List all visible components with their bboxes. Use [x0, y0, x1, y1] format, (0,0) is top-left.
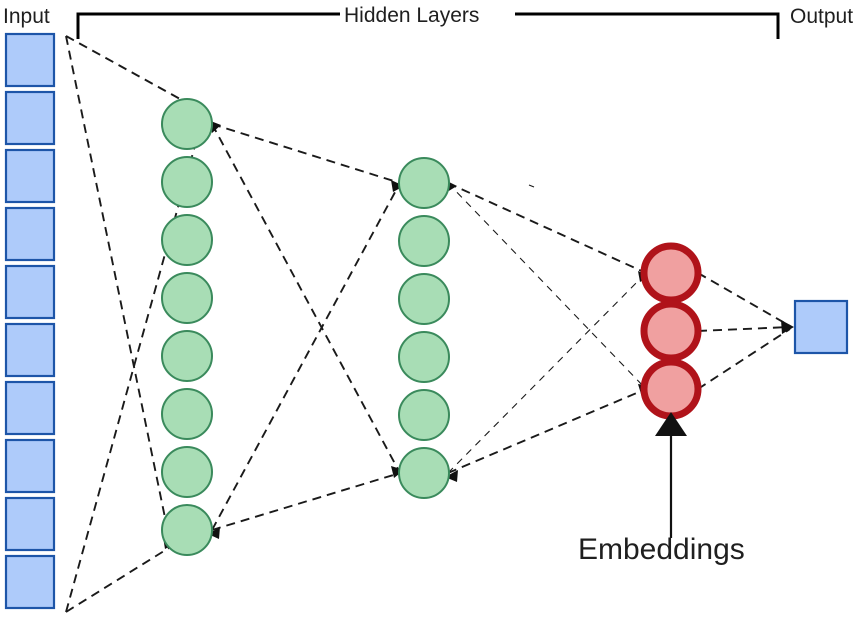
- hidden-layers-bracket: [76, 12, 780, 39]
- output-label: Output: [790, 5, 853, 28]
- embedding-layer: [640, 242, 702, 420]
- input-node-1[interactable]: [4, 32, 56, 88]
- hidden2-node-1[interactable]: [398, 157, 450, 209]
- hidden1-node-4[interactable]: [161, 272, 213, 324]
- bracket-left-segment: [76, 12, 340, 39]
- edge-h1top-to-h2bottom: [211, 123, 401, 474]
- edge-h2top-to-emb-top: [447, 182, 647, 274]
- hidden2-node-2[interactable]: [398, 215, 450, 267]
- edges-embeddings-to-output: [697, 272, 794, 390]
- edge-h1top-to-h2top: [211, 123, 401, 184]
- edge-h2top-to-emb-bottom: [447, 182, 647, 390]
- input-node-8[interactable]: [4, 438, 56, 494]
- edge-h2bottom-to-emb-bottom: [447, 388, 647, 474]
- stray-dash-mark: [528, 184, 535, 188]
- edge-emb-top-to-output: [697, 272, 791, 327]
- output-node-1[interactable]: [793, 299, 849, 355]
- input-node-10[interactable]: [4, 554, 56, 610]
- hidden-layer-1: [161, 98, 213, 556]
- hidden1-node-5[interactable]: [161, 330, 213, 382]
- edge-h2bottom-to-emb-top: [447, 272, 647, 474]
- input-node-2[interactable]: [4, 90, 56, 146]
- input-node-3[interactable]: [4, 148, 56, 204]
- edge-input-bottom-to-h1-bottom: [65, 545, 173, 613]
- arrowhead-h1bottom-in: [208, 527, 220, 539]
- output-layer: [793, 299, 849, 355]
- edge-h1bottom-to-h2top: [211, 182, 401, 531]
- hidden-layers-label: Hidden Layers: [344, 4, 479, 27]
- edges-hidden2-to-embeddings: [445, 180, 650, 482]
- bracket-right-segment: [515, 12, 780, 39]
- embedding-node-2[interactable]: [640, 300, 702, 362]
- embeddings-arrow-head-icon: [655, 412, 687, 436]
- edge-emb-bottom-to-output: [697, 328, 791, 390]
- hidden1-node-8[interactable]: [161, 504, 213, 556]
- arrowhead-h2bottom-out: [445, 470, 458, 482]
- input-node-6[interactable]: [4, 322, 56, 378]
- hidden2-node-6[interactable]: [398, 447, 450, 499]
- arrowhead-h2top-in: [391, 180, 404, 192]
- input-node-7[interactable]: [4, 380, 56, 436]
- edge-h1bottom-to-h2bottom: [211, 472, 401, 531]
- hidden2-node-5[interactable]: [398, 389, 450, 441]
- input-label: Input: [3, 5, 50, 28]
- input-layer: [4, 32, 56, 610]
- edges-hidden1-to-hidden2: [208, 120, 404, 539]
- hidden2-node-4[interactable]: [398, 331, 450, 383]
- edge-input-top-to-h1-top: [65, 35, 201, 111]
- input-node-4[interactable]: [4, 206, 56, 262]
- embeddings-annotation-label: Embeddings: [578, 533, 745, 566]
- edge-input-top-to-h1-bottom: [65, 35, 171, 543]
- edge-emb-mid-to-output: [697, 326, 791, 332]
- embedding-node-3[interactable]: [640, 358, 702, 420]
- hidden1-node-2[interactable]: [161, 156, 213, 208]
- hidden1-node-1[interactable]: [161, 98, 213, 150]
- hidden1-node-6[interactable]: [161, 388, 213, 440]
- input-node-5[interactable]: [4, 264, 56, 320]
- hidden2-node-3[interactable]: [398, 273, 450, 325]
- hidden1-node-7[interactable]: [161, 446, 213, 498]
- embedding-node-1[interactable]: [640, 242, 702, 304]
- hidden-layer-2: [398, 157, 450, 499]
- arrowhead-output-in: [781, 320, 794, 334]
- embeddings-callout: Embeddings: [578, 412, 745, 566]
- hidden1-node-3[interactable]: [161, 214, 213, 266]
- input-node-9[interactable]: [4, 496, 56, 552]
